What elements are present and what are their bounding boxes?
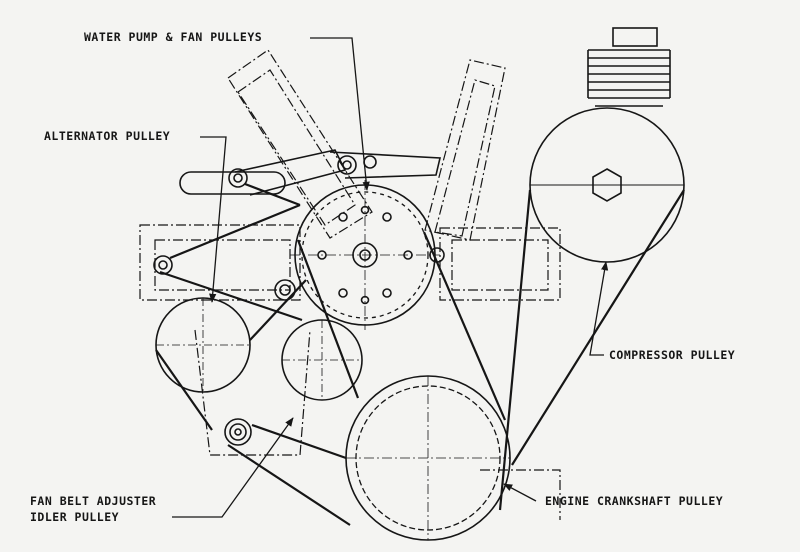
alternator-bracket (179, 149, 441, 196)
label-idler-pulley: IDLER PULLEY (30, 510, 120, 524)
label-fan-belt-adjuster: FAN BELT ADJUSTER (30, 494, 157, 508)
label-compressor-pulley: COMPRESSOR PULLEY (609, 348, 736, 362)
compressor-pulley (529, 107, 685, 263)
fan-belt-idler-pulley (224, 418, 252, 446)
engine-crankshaft-pulley (345, 375, 511, 541)
label-engine-crankshaft-pulley: ENGINE CRANKSHAFT PULLEY (545, 494, 724, 508)
water-pump-fan-pulley (290, 180, 440, 330)
compressor-cylinder (587, 27, 671, 107)
bracket-bolts (153, 155, 445, 301)
label-alternator-pulley: ALTERNATOR PULLEY (44, 129, 171, 143)
intermediate-pulley (281, 319, 363, 401)
drive-belts (155, 182, 685, 526)
alternator-pulley (155, 297, 251, 393)
engine-block-outline (139, 49, 561, 520)
label-leaders (172, 37, 609, 518)
label-water-pump-fan-pulleys: WATER PUMP & FAN PULLEYS (84, 30, 263, 44)
